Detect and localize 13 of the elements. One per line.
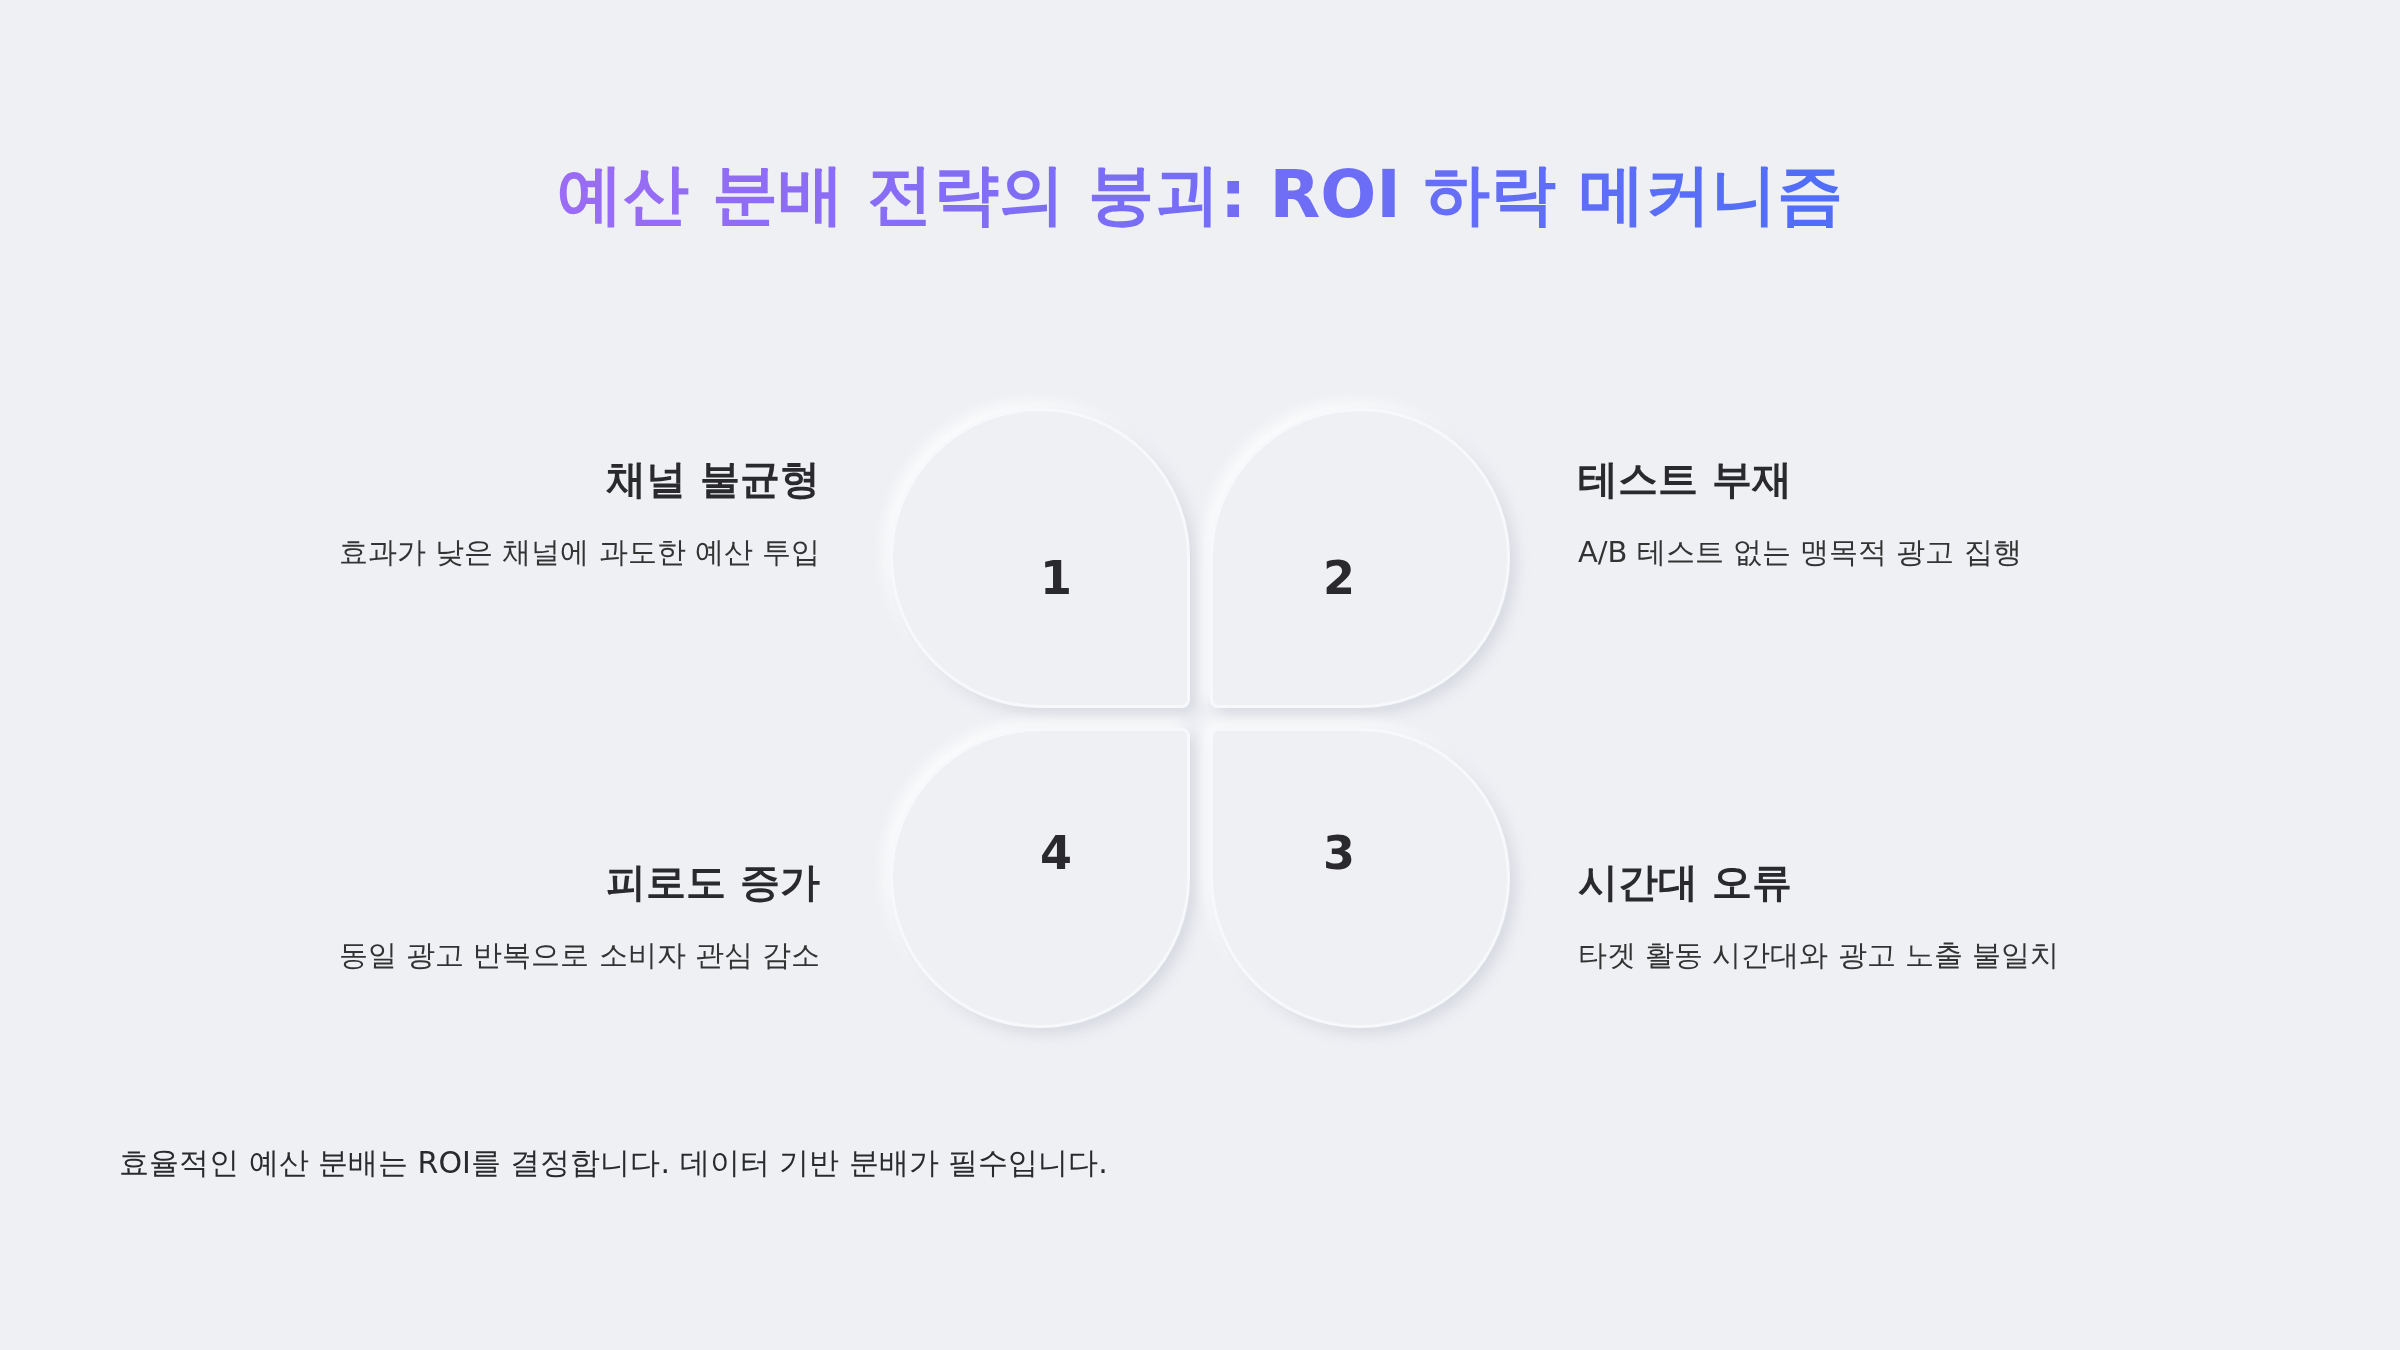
item-description: 타겟 활동 시간대와 광고 노출 불일치 — [1578, 937, 2061, 974]
step-number: 4 — [1040, 826, 1072, 880]
step-number: 1 — [1040, 551, 1072, 605]
item-description: 효과가 낮은 채널에 과도한 예산 투입 — [337, 534, 820, 571]
item-heading: 테스트 부재 — [1578, 455, 1792, 504]
step-number: 2 — [1323, 551, 1355, 605]
item-heading: 피로도 증가 — [606, 858, 820, 907]
step-number: 3 — [1323, 826, 1355, 880]
item-heading: 채널 불균형 — [606, 455, 820, 504]
caption: 효율적인 예산 분배는 ROI를 결정합니다. 데이터 기반 분배가 필수입니다. — [119, 1144, 1108, 1182]
item-heading: 시간대 오류 — [1578, 858, 1792, 907]
item-description: A/B 테스트 없는 맹목적 광고 집행 — [1578, 534, 2023, 571]
item-description: 동일 광고 반복으로 소비자 관심 감소 — [337, 937, 820, 974]
